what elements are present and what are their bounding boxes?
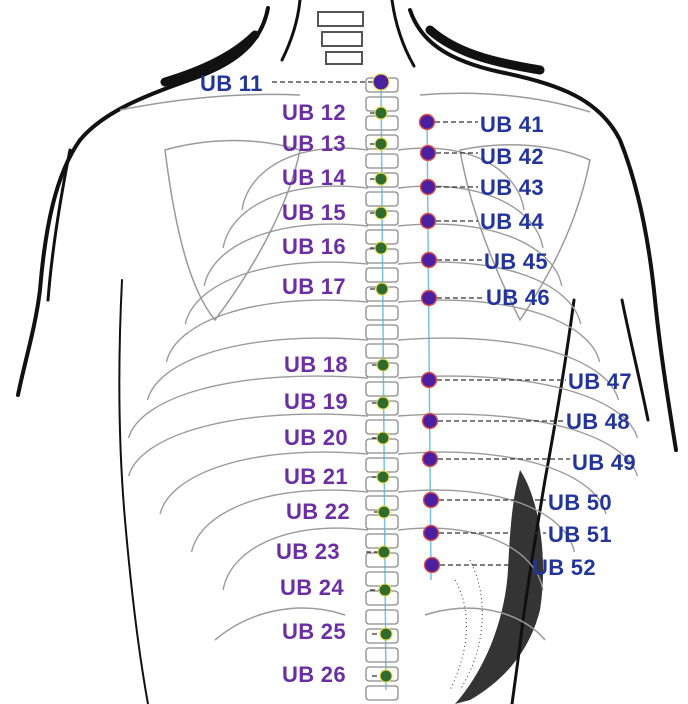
vertebra: [366, 382, 398, 396]
acupoint-ub15: [375, 207, 387, 219]
right-arm-inner: [622, 300, 648, 420]
label-ub-11: UB 11: [200, 72, 263, 96]
left-shoulder-outline: [18, 8, 268, 395]
acupoint-ub18: [377, 359, 389, 371]
right-shoulder-shadow: [430, 30, 540, 70]
acupoint-ub52: [425, 558, 440, 573]
label-ub-44: UB 44: [480, 210, 544, 234]
acupoint-ub13: [375, 138, 387, 150]
label-ub-17: UB 17: [282, 275, 346, 299]
label-ub-50: UB 50: [548, 491, 612, 515]
label-ub-18: UB 18: [284, 353, 348, 377]
right-clavicle: [420, 93, 590, 112]
label-ub-23: UB 23: [276, 540, 340, 564]
vertebra: [366, 572, 398, 586]
acupoint-ub17: [376, 283, 388, 295]
cervical-vertebra: [326, 52, 362, 64]
label-ub-12: UB 12: [282, 101, 346, 125]
acupoint-ub25: [380, 628, 392, 640]
cervical-vertebra: [318, 12, 363, 26]
left-flank: [119, 280, 148, 704]
left-scapula: [165, 141, 300, 320]
acupoint-ub45: [422, 253, 437, 268]
label-ub-21: UB 21: [284, 465, 348, 489]
flank-shadow-dots: [450, 560, 482, 690]
acupoint-ub26: [380, 670, 392, 682]
neck-left: [282, 0, 300, 60]
acupoint-ub49: [423, 452, 438, 467]
acupoint-ub47: [422, 373, 437, 388]
acupoint-ub23: [378, 546, 390, 558]
label-ub-13: UB 13: [282, 132, 346, 156]
acupoint-ub42: [421, 146, 436, 161]
vertebra: [366, 306, 398, 320]
acupoint-ub50: [424, 493, 439, 508]
label-ub-16: UB 16: [282, 235, 346, 259]
label-ub-46: UB 46: [486, 286, 550, 310]
flank-shadow: [455, 470, 543, 704]
label-ub-51: UB 51: [548, 523, 612, 547]
label-ub-24: UB 24: [280, 576, 344, 600]
acupoint-ub11: [373, 74, 389, 90]
acupoint-ub24: [379, 584, 391, 596]
left-arm-inner: [48, 150, 70, 300]
label-ub-25: UB 25: [282, 620, 346, 644]
acupoint-ub44: [421, 214, 436, 229]
cervical-spine: [318, 12, 363, 64]
acupoint-ub12: [375, 107, 387, 119]
label-ub-22: UB 22: [286, 500, 350, 524]
inner-meridian-line: [381, 80, 386, 690]
label-ub-19: UB 19: [284, 390, 348, 414]
label-ub-52: UB 52: [532, 556, 596, 580]
label-ub-49: UB 49: [572, 451, 636, 475]
label-ub-20: UB 20: [284, 426, 348, 450]
acupoint-ub51: [424, 526, 439, 541]
vertebra: [366, 325, 398, 339]
label-ub-26: UB 26: [282, 663, 346, 687]
acupoint-ub22: [378, 506, 390, 518]
acupoint-ub43: [421, 180, 436, 195]
label-ub-41: UB 41: [480, 113, 544, 137]
label-ub-45: UB 45: [484, 250, 548, 274]
vertebra: [366, 344, 398, 358]
label-ub-42: UB 42: [480, 145, 544, 169]
acupoint-ub20: [377, 432, 389, 444]
label-ub-48: UB 48: [566, 410, 630, 434]
cervical-vertebra: [322, 32, 362, 46]
acupoint-ub46: [422, 291, 437, 306]
vertebra: [366, 458, 398, 472]
label-ub-47: UB 47: [568, 370, 632, 394]
acupoint-ub21: [377, 471, 389, 483]
vertebra: [366, 610, 398, 624]
flank-shading: [450, 470, 543, 704]
acupoint-ub48: [423, 414, 438, 429]
acupoint-ub41: [420, 115, 435, 130]
vertebra: [366, 686, 398, 700]
label-ub-15: UB 15: [282, 201, 346, 225]
acupoint-ub14: [375, 173, 387, 185]
label-ub-14: UB 14: [282, 166, 346, 190]
acupoint-ub16: [375, 242, 387, 254]
acupoint-ub19: [377, 397, 389, 409]
label-ub-43: UB 43: [480, 176, 544, 200]
vertebra: [366, 648, 398, 662]
